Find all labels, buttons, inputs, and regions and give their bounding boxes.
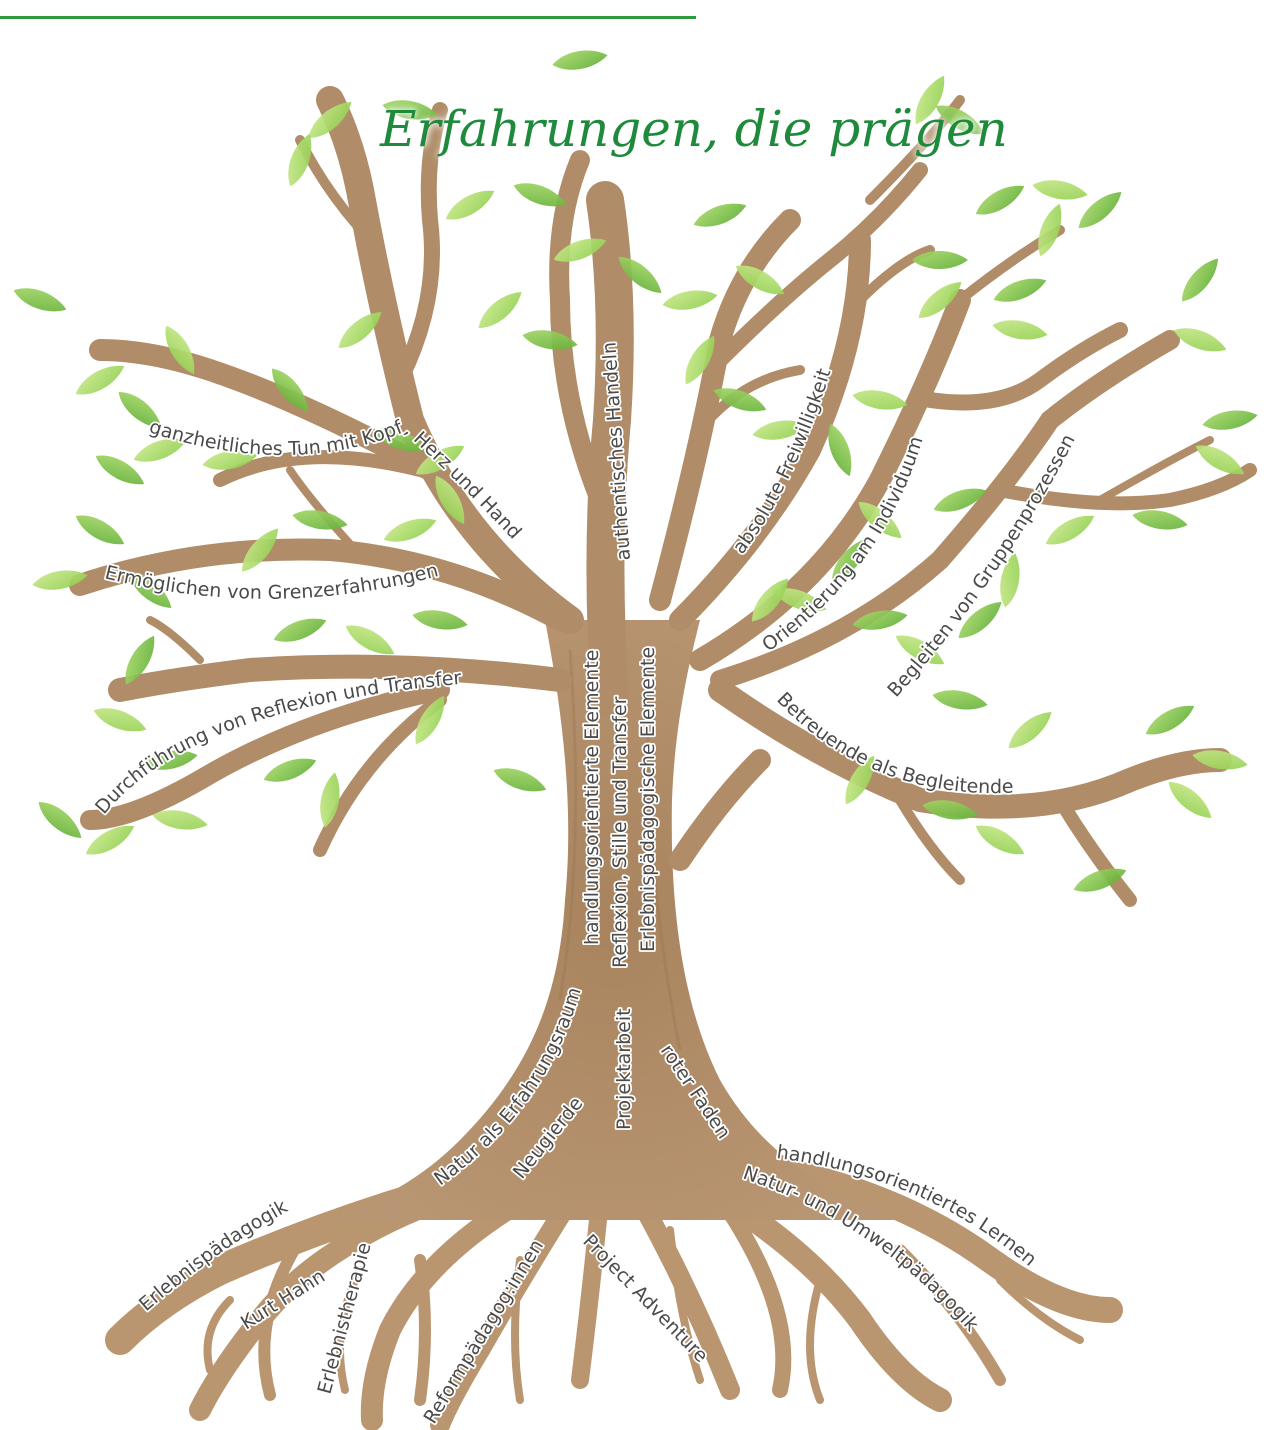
leaf bbox=[691, 197, 750, 233]
leaf bbox=[91, 702, 150, 738]
leaf bbox=[411, 606, 469, 633]
leaf bbox=[271, 612, 330, 648]
leaf bbox=[441, 183, 498, 227]
leaf bbox=[1041, 508, 1098, 552]
leaf bbox=[1175, 253, 1225, 307]
leaf bbox=[473, 285, 527, 335]
leaf bbox=[11, 282, 70, 318]
leaf bbox=[1141, 698, 1198, 742]
label-projektarbeit: Projektarbeit bbox=[613, 1008, 635, 1130]
leaf bbox=[1031, 176, 1089, 203]
leaf bbox=[551, 46, 609, 73]
label-reflexion-stille: Reflexion, Stille und Transfer bbox=[609, 696, 631, 968]
leaf bbox=[33, 795, 87, 845]
leaf bbox=[1163, 775, 1217, 825]
leaf bbox=[661, 286, 719, 313]
leaf bbox=[971, 818, 1028, 862]
leaf bbox=[381, 512, 440, 548]
leaf bbox=[851, 386, 909, 413]
leaf bbox=[931, 686, 989, 713]
leaf bbox=[261, 752, 320, 788]
label-erlebnispaedagogische-elemente: Erlebnispädagogische Elemente bbox=[637, 647, 659, 952]
label-handlungsorientierte-elemente: handlungsorientierte Elemente bbox=[581, 650, 603, 946]
leaf bbox=[991, 316, 1049, 343]
leaf bbox=[1131, 506, 1189, 533]
leaf bbox=[491, 762, 550, 798]
page-title: Erfahrungen, die prägen bbox=[380, 100, 1008, 158]
leaf bbox=[971, 178, 1028, 222]
leaf bbox=[71, 508, 128, 552]
leaf bbox=[1201, 406, 1259, 433]
leaf bbox=[1003, 705, 1057, 755]
leaf bbox=[991, 272, 1050, 308]
